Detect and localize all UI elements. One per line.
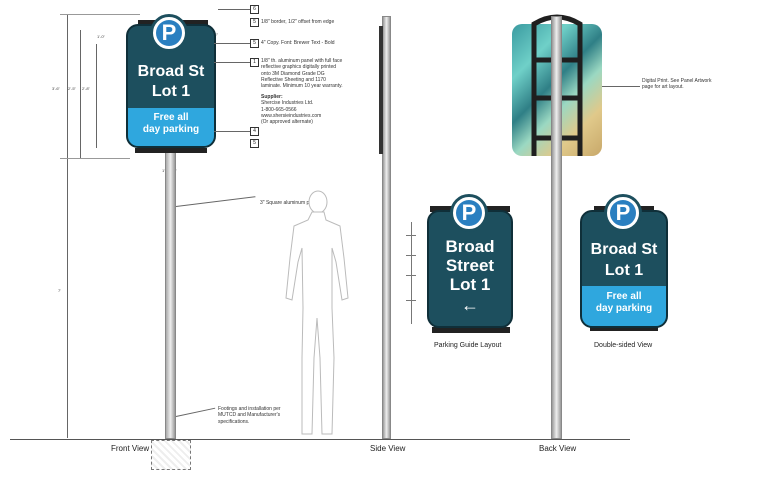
dimension-tick <box>406 300 416 301</box>
parking-icon: P <box>450 194 488 232</box>
supplier-block: Supplier: Shercise Industries Ltd. 1-800… <box>261 94 351 125</box>
callout-num-4: 4 <box>250 127 259 136</box>
bottom-bracket <box>135 148 207 153</box>
dim-label: 2'-5" <box>68 86 76 91</box>
callout-num-5: 5 <box>250 139 259 148</box>
dimension-line <box>60 158 130 159</box>
parking-p: P <box>156 20 182 46</box>
side-sign-edge <box>379 26 383 154</box>
dimension-line <box>67 14 68 438</box>
sign-band: Free all day parking <box>128 108 214 146</box>
callout-num-5: 5 <box>250 39 259 48</box>
caption-guide: Parking Guide Layout <box>434 342 502 349</box>
supplier-name: Shercise Industries Ltd. <box>261 100 314 107</box>
dim-label: 2'-8" <box>82 86 90 91</box>
dimension-line <box>80 30 81 158</box>
ground-line <box>10 439 630 440</box>
supplier-title: Supplier: <box>261 94 283 100</box>
callout-num-5: 5 <box>250 18 259 27</box>
band-line-1: Free all <box>153 112 189 123</box>
supplier-phone: 1-800-665-0566 <box>261 106 297 113</box>
caption-double: Double-sided View <box>594 342 653 349</box>
parking-icon: P <box>150 14 188 52</box>
parking-p: P <box>456 200 482 226</box>
dim-label: 7' <box>58 288 61 293</box>
sign-line-2: Lot 1 <box>151 83 191 100</box>
callout-num-6: 6 <box>250 5 259 14</box>
callout-num-1: 1 <box>250 58 259 67</box>
arrow-left-icon: ← <box>461 295 479 315</box>
parking-icon: P <box>604 194 642 232</box>
dim-label: 3'-6" <box>52 86 60 91</box>
callout-text: 4" Copy. Font: Brewer Text - Bold <box>261 40 335 46</box>
footing-note: Footings and installation per MUTCD and … <box>218 406 281 425</box>
guide-line-2: Street <box>445 256 495 275</box>
band-line-2: day parking <box>595 302 653 314</box>
dimension-tick <box>406 235 416 236</box>
sign-line-1: Broad St <box>137 63 205 80</box>
caption-side: Side View <box>370 444 406 453</box>
leader-line <box>214 62 250 63</box>
leader-line <box>214 43 250 44</box>
post-note: 3" Square aluminum post <box>260 200 316 206</box>
footing <box>151 440 191 470</box>
dim-label: 1'-0" <box>97 34 105 39</box>
front-post <box>165 150 176 439</box>
callout-text: 1/8" border, 1/2" offset from edge <box>261 19 335 25</box>
band-line-1: Free all <box>606 291 642 302</box>
leader-line <box>175 196 256 207</box>
leader-line <box>602 86 640 87</box>
dimension-line <box>60 14 140 15</box>
leader-line <box>214 131 250 132</box>
sign-band: Free all day parking <box>582 286 666 326</box>
dimension-line <box>96 44 97 148</box>
callout-text: 1/8" th. aluminum panel with full face r… <box>261 58 343 89</box>
caption-back: Back View <box>539 444 577 453</box>
guide-line-1: Broad <box>445 237 495 256</box>
human-silhouette <box>285 190 349 435</box>
back-post <box>551 16 562 439</box>
digital-note: Digital Print. See Panel Artwork page fo… <box>642 78 712 91</box>
guide-line-3: Lot 1 <box>449 275 491 294</box>
double-bottom-bracket <box>590 325 658 331</box>
side-post <box>382 16 391 439</box>
sign-line-1: Broad St <box>590 241 658 258</box>
caption-front: Front View <box>111 444 150 453</box>
guide-bottom-bracket <box>432 327 510 333</box>
leader-line <box>218 9 250 10</box>
dimension-tick <box>406 275 416 276</box>
supplier-alt: (Or approved alternate) <box>261 119 313 125</box>
leader-line <box>175 407 216 417</box>
supplier-web: www.shersieindustries.com <box>261 112 322 119</box>
sign-line-2: Lot 1 <box>604 262 644 279</box>
band-line-2: day parking <box>142 123 200 135</box>
dimension-line <box>411 222 412 324</box>
dimension-tick <box>406 255 416 256</box>
parking-p: P <box>610 200 636 226</box>
